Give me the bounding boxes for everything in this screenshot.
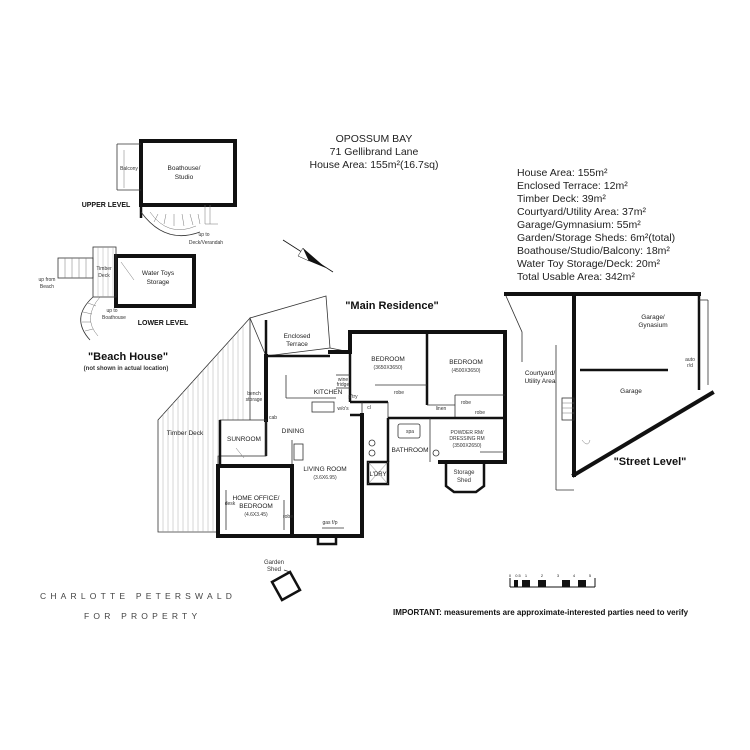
area-item: Boathouse/Studio/Balcony: 18m² <box>517 245 670 257</box>
compass-icon <box>282 239 334 273</box>
powder-room-label: DRESSING RM <box>449 436 484 442</box>
bench-storage-label: bench <box>247 391 261 397</box>
garage-gym-label: Gynasium <box>638 322 667 329</box>
area-item: Enclosed Terrace: 12m² <box>517 180 628 192</box>
enclosed-terrace-label: Enclosed <box>284 333 311 340</box>
area-item: Courtyard/Utility Area: 37m² <box>517 206 646 218</box>
robe-label: robe <box>283 514 293 520</box>
main-residence-title: "Main Residence" <box>345 300 439 312</box>
area-item: Water Toy Storage/Deck: 20m² <box>517 258 660 270</box>
area-item: Garden/Storage Sheds: 6m²(total) <box>517 232 675 244</box>
timber-deck-label: Timber Deck <box>167 430 204 437</box>
boathouse-label: Boathouse/ <box>168 165 201 172</box>
home-office-label: HOME OFFICE/ <box>233 495 280 502</box>
up-from-beach-label: Beach <box>40 284 54 290</box>
area-list: House Area: 155m² Enclosed Terrace: 12m²… <box>517 167 675 283</box>
brand-name: CHARLOTTE PETERSWALD <box>40 591 236 601</box>
garage-gym-label: Garage/ <box>641 314 665 321</box>
desk-label: desk <box>225 501 236 507</box>
auto-door-label: r/d <box>687 363 693 369</box>
plan-title: OPOSSUM BAY <box>336 133 413 145</box>
kitchen-label: KITCHEN <box>314 389 343 396</box>
water-toys-label: Storage <box>147 279 170 286</box>
scale-label: 5 <box>589 573 592 578</box>
garage-label: Garage <box>620 388 642 395</box>
pantry-label: p'try <box>348 394 358 400</box>
garden-shed <box>270 569 302 602</box>
wall-ovens-label: w/o's <box>337 406 349 412</box>
beach-house-title: "Beach House" <box>88 351 168 363</box>
important-note: IMPORTANT: measurements are approximate-… <box>393 608 689 617</box>
living-room-dim: (3.6X6.95) <box>313 475 337 481</box>
scale-label: 1 <box>525 573 528 578</box>
area-item: House Area: 155m² <box>517 167 608 179</box>
up-to-deck-label: Deck/Verandah <box>189 240 223 246</box>
bedroom-label: BEDROOM <box>371 356 405 363</box>
gas-fireplace-label: gas f/p <box>322 520 337 526</box>
main-residence-plan <box>157 295 507 546</box>
lower-level-label: LOWER LEVEL <box>138 320 189 327</box>
street-level-plan <box>504 292 715 491</box>
area-item: Timber Deck: 39m² <box>517 193 606 205</box>
timber-deck-label: Timber <box>96 266 112 272</box>
linen-label: linen <box>436 406 447 412</box>
up-to-boathouse-label: up to <box>106 308 117 314</box>
storage-shed-label: Storage <box>453 470 475 476</box>
up-to-boathouse-label: Boathouse <box>102 315 126 321</box>
bench-storage-label: storage <box>246 397 263 403</box>
laundry-label: L'DRY <box>369 472 386 478</box>
robe-label: robe <box>461 400 471 406</box>
spa-label: spa <box>406 429 414 435</box>
home-office-label: BEDROOM <box>239 503 273 510</box>
street-level-title: "Street Level" <box>614 456 687 468</box>
scale-bar: 0 0.5 1 2 3 4 5 <box>509 573 596 588</box>
brand-tagline: FOR PROPERTY <box>84 611 201 621</box>
cabinet-label: cab <box>269 415 277 421</box>
storage-shed-label: Shed <box>457 478 471 484</box>
water-toys-label: Water Toys <box>142 270 175 277</box>
scale-label: 0.5 <box>515 573 521 578</box>
powder-room-dim: (3500X2650) <box>453 443 482 449</box>
enclosed-terrace-label: Terrace <box>286 341 308 348</box>
bathroom-label: BATHROOM <box>391 447 428 454</box>
bedroom-dim: (3650X3650) <box>374 365 403 371</box>
robe-label: robe <box>475 410 485 416</box>
beach-house-subtitle: (not shown in actual location) <box>84 366 169 372</box>
beach-house-lower: Timber Deck Water Toys Storage up from B… <box>39 246 196 341</box>
plan-house-area: House Area: 155m²(16.7sq) <box>310 159 439 171</box>
scale-label: 3 <box>557 573 560 578</box>
courtyard-label: Utility Area <box>524 378 555 385</box>
area-item: Garage/Gymnasium: 55m² <box>517 219 641 231</box>
garden-shed-label: Garden <box>264 560 284 566</box>
dining-label: DINING <box>282 428 305 435</box>
upper-level-label: UPPER LEVEL <box>82 202 131 209</box>
scale-label: 0 <box>509 573 512 578</box>
timber-deck-label: Deck <box>98 273 110 279</box>
bedroom-dim: (4500X3650) <box>452 368 481 374</box>
scale-label: 2 <box>541 573 544 578</box>
powder-room-label: POWDER RM/ <box>450 430 484 436</box>
sunroom-label: SUNROOM <box>227 436 261 443</box>
cupboard-label: cl <box>367 405 371 411</box>
living-room-label: LIVING ROOM <box>303 466 346 473</box>
beach-house-upper: Balcony Boathouse/ Studio UPPER LEVEL up… <box>82 139 237 246</box>
boathouse-label: Studio <box>175 174 194 181</box>
garden-shed-label: Shed <box>267 567 281 573</box>
wine-fridge-label: wine <box>338 377 349 383</box>
robe-label: robe <box>394 390 404 396</box>
up-from-beach-label: up from <box>39 277 56 283</box>
balcony-label: Balcony <box>120 166 138 172</box>
bedroom-label: BEDROOM <box>449 359 483 366</box>
up-to-deck-label: up to <box>198 232 209 238</box>
auto-door-label: auto <box>685 357 695 363</box>
courtyard-label: Courtyard/ <box>525 370 556 377</box>
scale-label: 4 <box>573 573 576 578</box>
wine-fridge-label: fridge <box>337 382 350 388</box>
plan-address: 71 Gellibrand Lane <box>330 146 419 158</box>
area-item: Total Usable Area: 342m² <box>517 271 635 283</box>
home-office-dim: (4.6X3.45) <box>244 512 268 518</box>
